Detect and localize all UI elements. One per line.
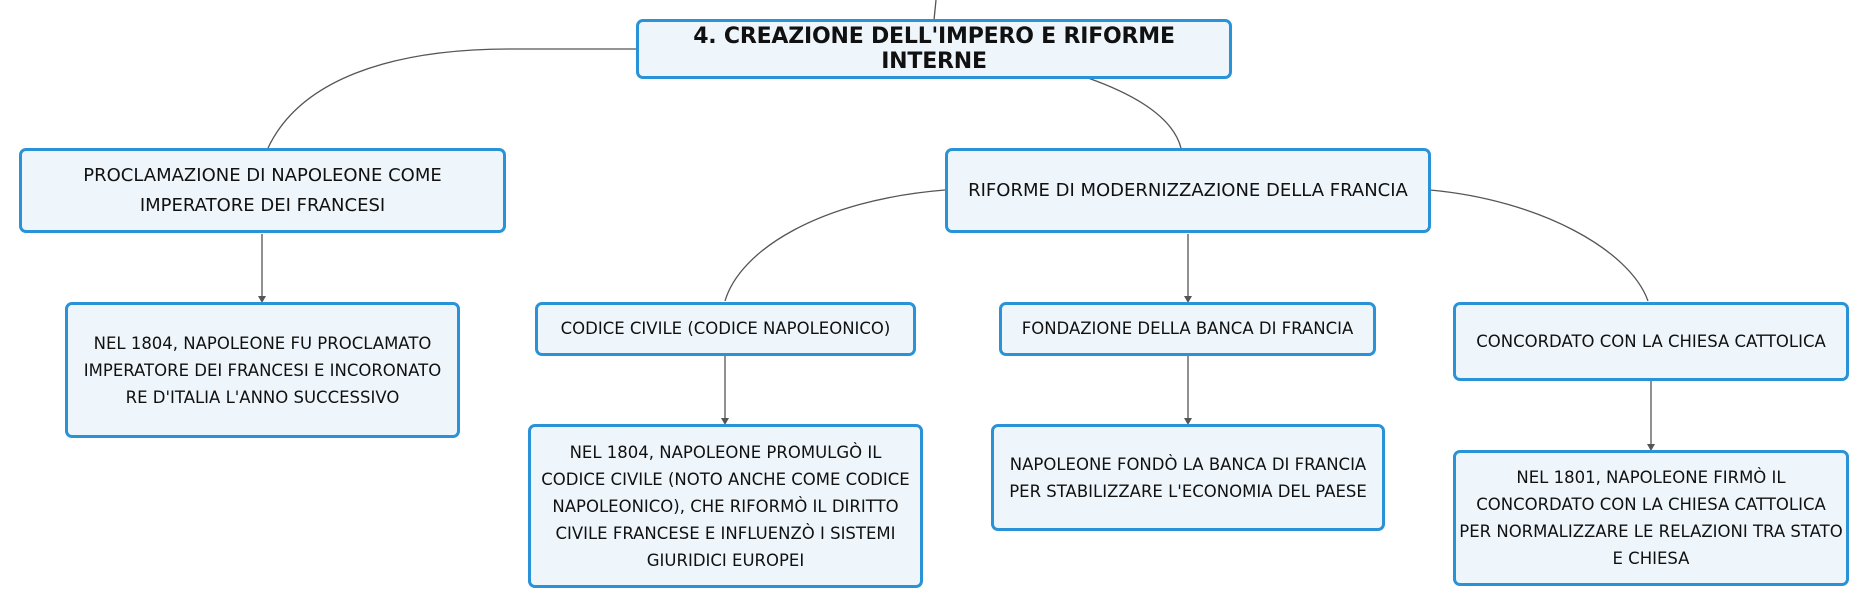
arrowhead-reforms-bank [1184,296,1192,303]
connector-root-to-proclamation [267,48,638,149]
topic-bank-of-france-label: FONDAZIONE DELLA BANCA DI FRANCIA [1021,319,1354,338]
detail-bank-of-france-text: NAPOLEONE FONDÒ LA BANCA DI FRANCIA PER … [1009,454,1367,501]
detail-civil-code-1804[interactable]: NEL 1804, NAPOLEONE PROMULGÒ IL CODICE C… [528,424,923,588]
detail-concordat-1801-text: NEL 1801, NAPOLEONE FIRMÒ IL CONCORDATO … [1459,468,1843,568]
topic-modernization-reforms[interactable]: RIFORME DI MODERNIZZAZIONE DELLA FRANCIA [945,148,1431,233]
topic-civil-code-label: CODICE CIVILE (CODICE NAPOLEONICO) [560,319,891,338]
connector-root-to-reforms [1087,77,1182,149]
topic-civil-code[interactable]: CODICE CIVILE (CODICE NAPOLEONICO) [535,302,916,356]
detail-proclamation-1804[interactable]: NEL 1804, NAPOLEONE FU PROCLAMATO IMPERA… [65,302,460,438]
arrowhead-bank-detail [1184,418,1192,425]
root-topic-label: 4. CREAZIONE DELL'IMPERO E RIFORME INTER… [693,24,1175,74]
connector-parent-to-root [933,0,937,21]
detail-bank-of-france[interactable]: NAPOLEONE FONDÒ LA BANCA DI FRANCIA PER … [991,424,1385,531]
arrowhead-concordat-detail [1647,444,1655,451]
topic-concordat-label: CONCORDATO CON LA CHIESA CATTOLICA [1476,331,1826,351]
detail-civil-code-1804-text: NEL 1804, NAPOLEONE PROMULGÒ IL CODICE C… [541,442,910,570]
connector-reforms-to-concordat [1429,189,1649,302]
topic-modernization-reforms-label: RIFORME DI MODERNIZZAZIONE DELLA FRANCIA [968,179,1408,201]
connector-reforms-to-civil-code [724,189,946,302]
topic-concordat[interactable]: CONCORDATO CON LA CHIESA CATTOLICA [1453,302,1849,381]
detail-concordat-1801[interactable]: NEL 1801, NAPOLEONE FIRMÒ IL CONCORDATO … [1453,450,1849,586]
detail-proclamation-1804-text: NEL 1804, NAPOLEONE FU PROCLAMATO IMPERA… [83,333,442,407]
root-topic[interactable]: 4. CREAZIONE DELL'IMPERO E RIFORME INTER… [636,19,1232,79]
arrowhead-civil-code-detail [721,418,729,425]
topic-proclamation[interactable]: PROCLAMAZIONE DI NAPOLEONE COME IMPERATO… [19,148,506,233]
arrowhead-proclamation-detail [258,296,266,303]
topic-proclamation-label: PROCLAMAZIONE DI NAPOLEONE COME IMPERATO… [83,164,442,216]
topic-bank-of-france[interactable]: FONDAZIONE DELLA BANCA DI FRANCIA [999,302,1376,356]
